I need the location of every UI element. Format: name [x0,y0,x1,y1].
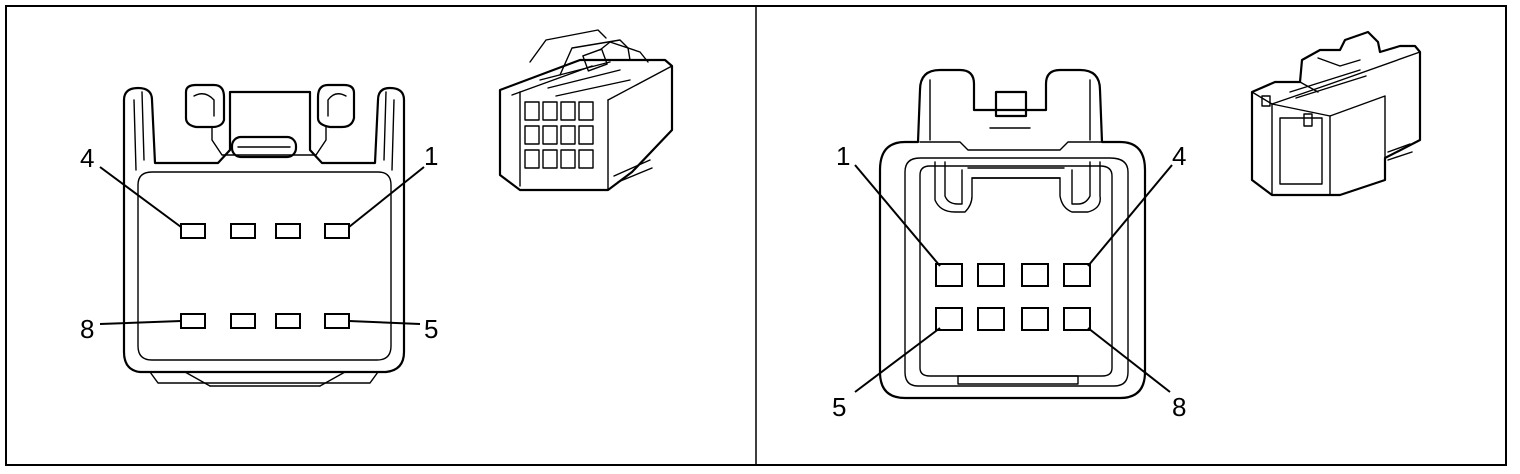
left-pin-label-5: 5 [424,314,438,344]
left-connector-face [99,83,425,387]
left-pin-label-8: 8 [80,314,94,344]
right-pin-label-8: 8 [1172,392,1186,422]
right-pin-label-5: 5 [832,392,846,422]
right-connector-isometric-sketch [1250,30,1422,197]
right-pin-label-1: 1 [836,141,850,171]
right-connector-face [854,68,1173,400]
right-pin-label-4: 4 [1172,141,1186,171]
left-connector-isometric-sketch [498,29,674,192]
left-pin-label-4: 4 [80,143,94,173]
left-pin-label-1: 1 [424,141,438,171]
